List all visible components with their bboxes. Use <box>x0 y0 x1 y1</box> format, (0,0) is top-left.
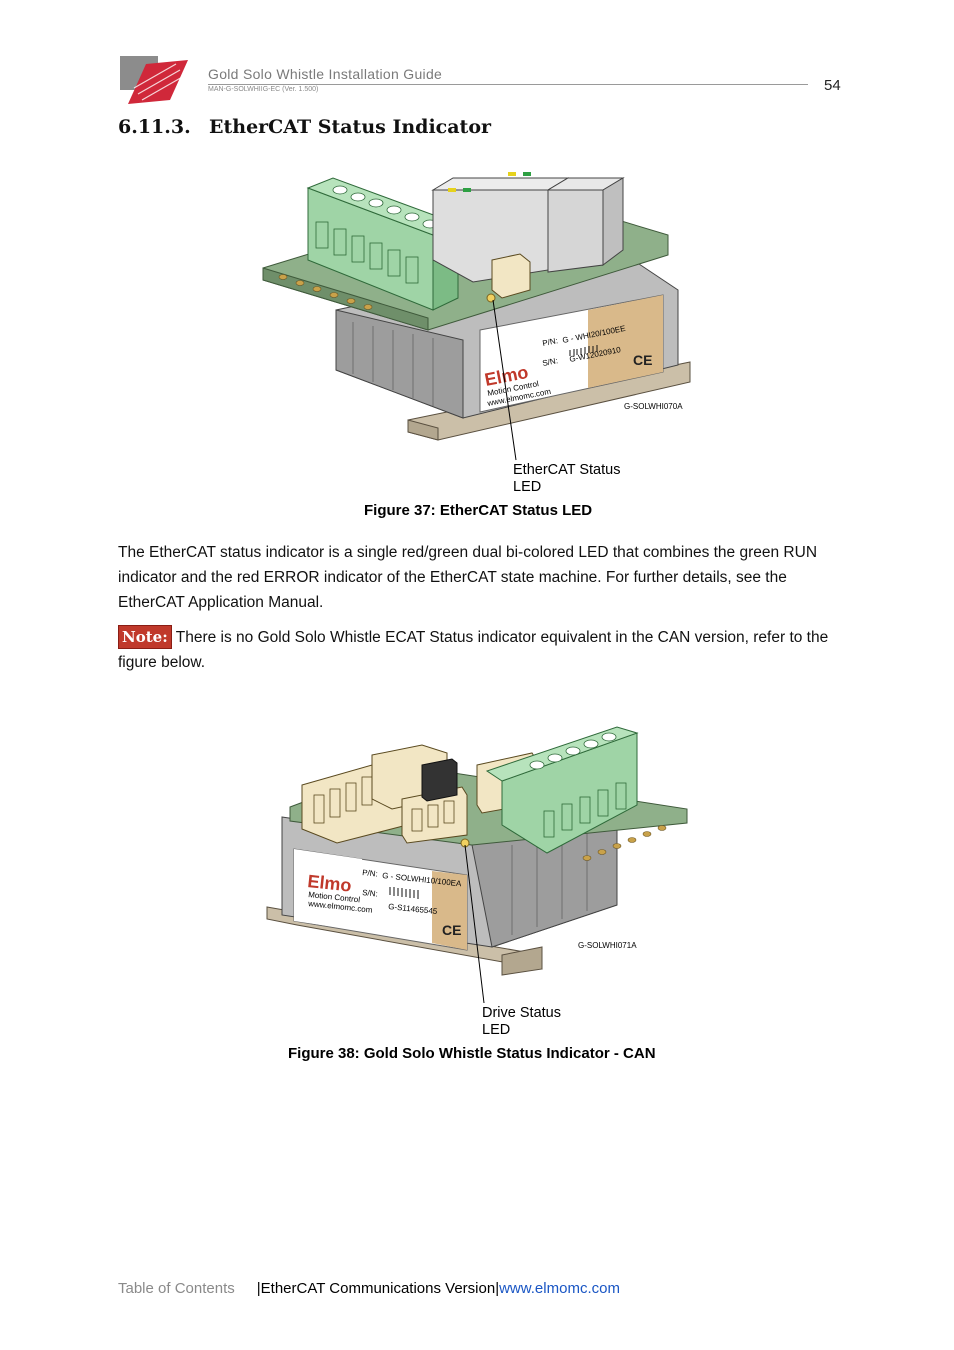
document-id: MAN-G-SOLWHIIG-EC (Ver. 1.500) <box>208 86 319 93</box>
figure-37-caption: Figure 37: EtherCAT Status LED <box>364 502 593 519</box>
figure-38-drawing-code: G-SOLWHI071A <box>578 941 637 950</box>
figure-38-brand: Elmo <box>307 871 353 895</box>
note-text: There is no Gold Solo Whistle ECAT Statu… <box>118 629 829 671</box>
document-title: Gold Solo Whistle Installation Guide <box>208 66 443 82</box>
figure-37-sn-label: S/N: <box>542 356 559 368</box>
figure-38-pn-label: P/N: <box>362 868 378 879</box>
figure-38-sn-label: S/N: <box>362 888 378 899</box>
table-of-contents-link[interactable]: Table of Contents <box>118 1280 235 1297</box>
figure-38-caption: Figure 38: Gold Solo Whistle Status Indi… <box>288 1045 656 1062</box>
website-link[interactable]: www.elmomc.com <box>499 1280 620 1297</box>
figure-38-callout-line1: Drive Status <box>482 1005 561 1021</box>
note-paragraph: Note: There is no Gold Solo Whistle ECAT… <box>118 625 830 675</box>
figure-37-pn-label: P/N: <box>542 336 559 348</box>
figure-38-callout-line2: LED <box>482 1022 510 1038</box>
svg-text:CE: CE <box>442 922 461 938</box>
figure-37-callout-line2: LED <box>513 479 541 495</box>
header-rule <box>208 84 808 85</box>
elmo-logo <box>120 56 188 104</box>
figure-37-drawing-code: G-SOLWHI070A <box>624 402 683 411</box>
note-badge: Note: <box>118 625 172 649</box>
figure-37-callout-line1: EtherCAT Status <box>513 462 620 478</box>
page-number: 54 <box>824 77 841 94</box>
section-title: EtherCAT Status Indicator <box>209 116 492 138</box>
section-number: 6.11.3. <box>118 116 191 138</box>
page-footer: Table of Contents |EtherCAT Communication… <box>118 1280 620 1297</box>
figure-37-ethercat-drive-illustration: Elmo Motion Control www.elmomc.com P/N: … <box>262 172 691 495</box>
figure-38-can-drive-illustration: Elmo Motion Control www.elmomc.com P/N: … <box>266 726 688 1038</box>
svg-text:CE: CE <box>633 352 652 368</box>
body-paragraph: The EtherCAT status indicator is a singl… <box>118 544 818 611</box>
footer-version-text: |EtherCAT Communications Version| <box>256 1280 500 1297</box>
